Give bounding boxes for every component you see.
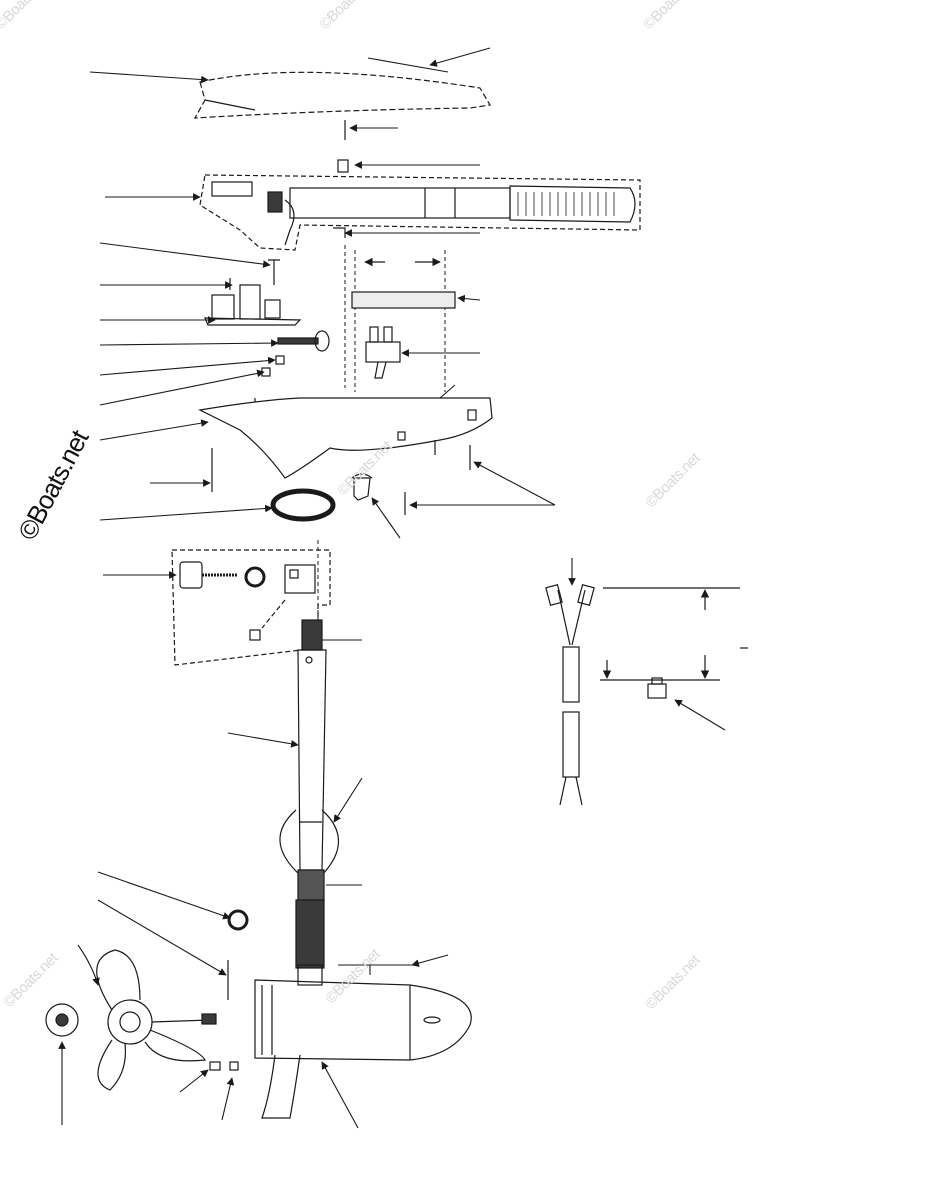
head-housing	[198, 397, 493, 492]
gasket	[270, 488, 336, 522]
propeller	[96, 949, 217, 1091]
handle-grip-texture	[517, 192, 615, 216]
top-cover	[193, 71, 491, 119]
clamp-assembly	[171, 549, 331, 666]
decal-strip	[351, 291, 456, 309]
connector-nut	[647, 677, 667, 699]
control-board	[204, 284, 302, 326]
prop-nut	[45, 1003, 79, 1037]
bushing	[351, 473, 373, 501]
wire-harness	[545, 584, 748, 806]
screw-parts	[229, 120, 349, 290]
washer	[227, 909, 249, 931]
bolt	[261, 330, 330, 377]
handle-assembly	[199, 174, 641, 251]
lower-unit-motor	[209, 979, 472, 1119]
shaft	[279, 619, 340, 986]
switch	[365, 326, 401, 379]
leader-arrows	[58, 47, 726, 1129]
